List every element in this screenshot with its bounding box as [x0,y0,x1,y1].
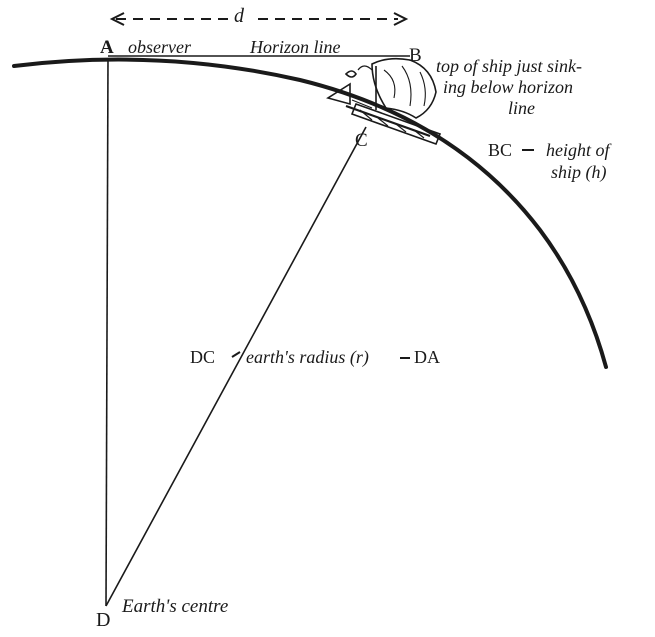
bc-text-line1: height of [546,140,610,160]
earth-surface-arc [12,57,608,369]
dc-label: DC [190,347,216,367]
sailing-ship-icon [326,57,442,146]
bc-label: BC [488,140,513,160]
da-label: DA [414,347,440,367]
horizon-line-label: Horizon line [250,37,341,57]
point-d-label: D [96,609,111,631]
ship-note-line2: ing below horizon [443,77,574,97]
ship-note-line3: line [508,98,535,118]
radius-line-da [105,57,109,607]
point-a-label: A [100,37,114,58]
earth-centre-label: Earth's centre [122,596,229,617]
point-b-label: B [409,45,422,66]
observer-label: observer [128,37,191,57]
distance-dimension-line [109,12,409,26]
dc-equals-dash [231,351,241,358]
bc-text-line2: ship (h) [551,162,607,182]
point-c-label: C [355,130,368,151]
distance-label: d [234,5,244,27]
radius-text: earth's radius (r) [246,347,369,367]
radius-line-dc [105,126,367,607]
ship-note-line1: top of ship just sink- [436,56,583,76]
